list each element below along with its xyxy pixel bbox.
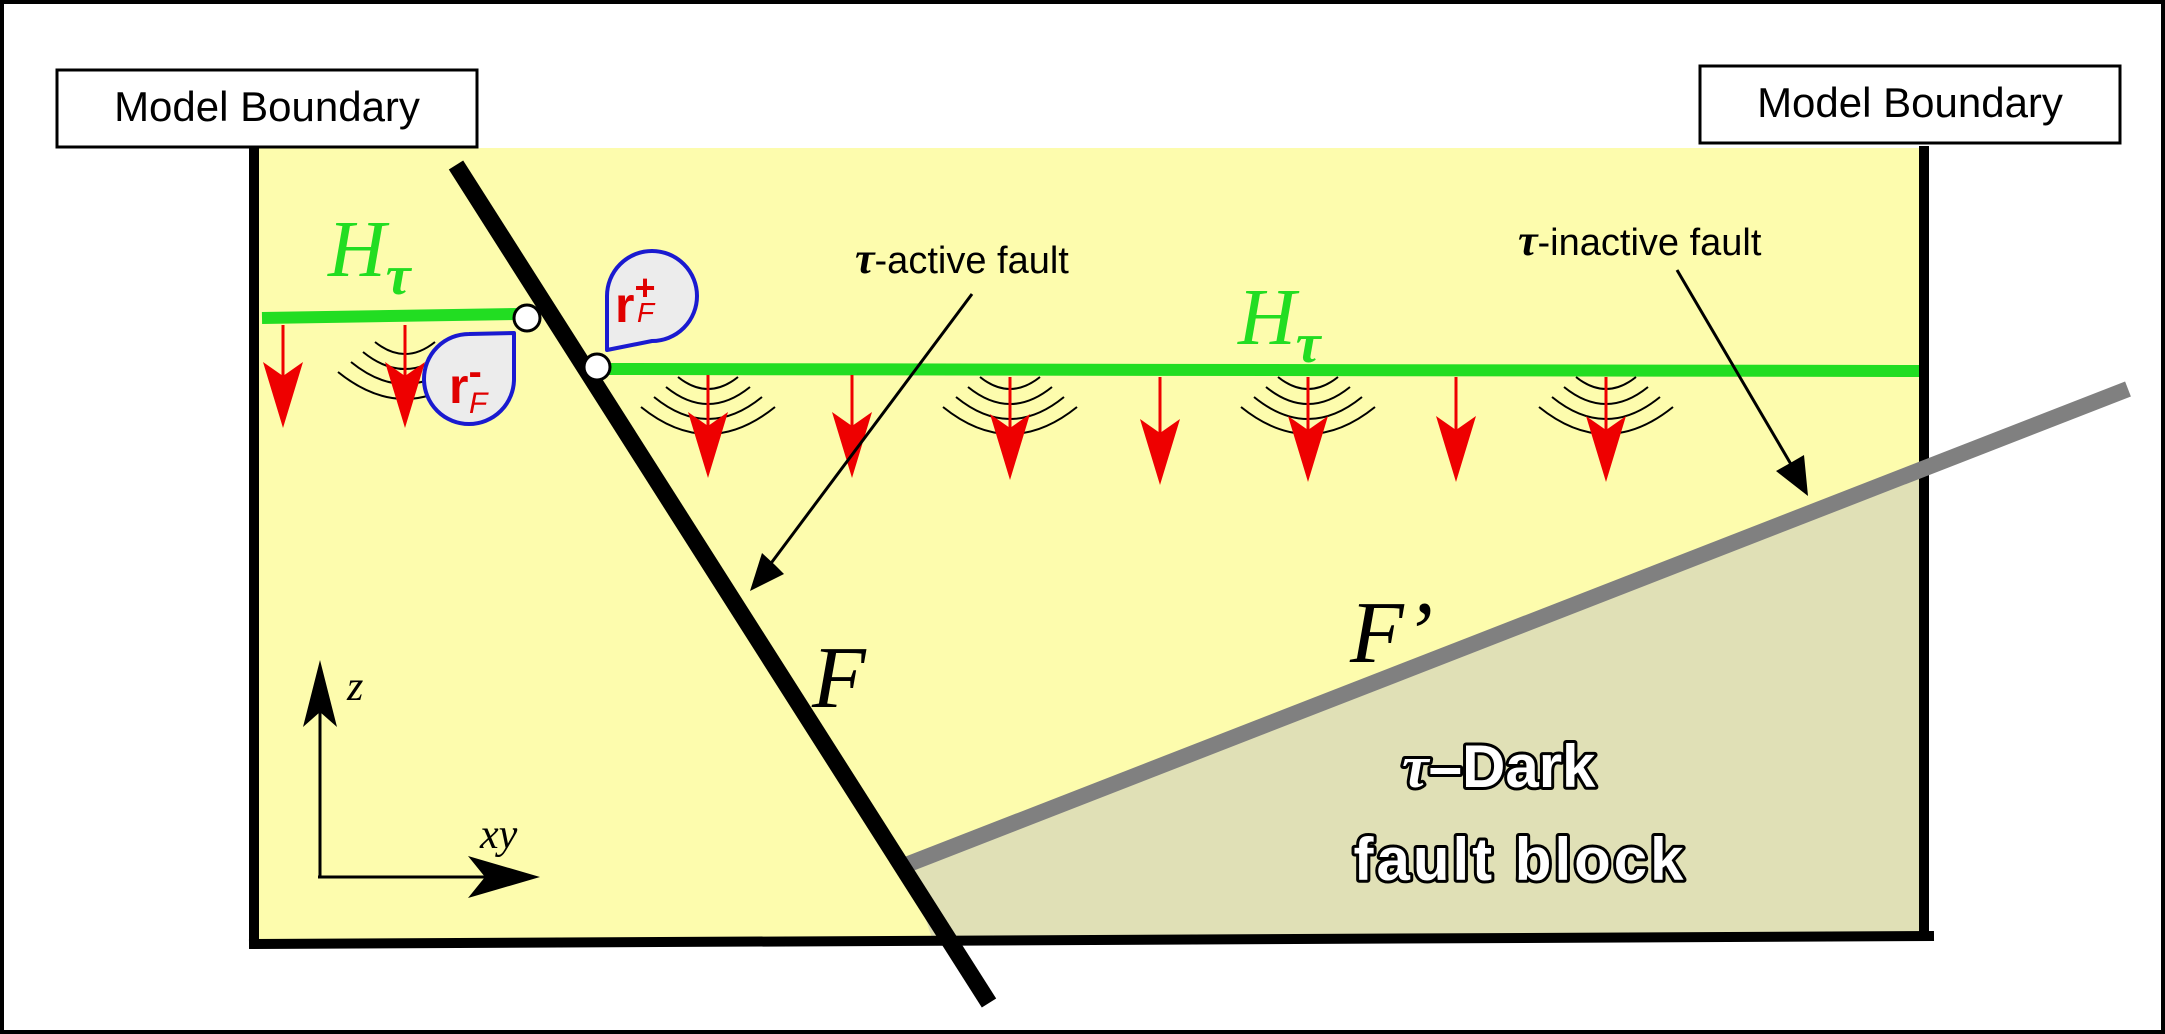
horizon-symbol: H <box>327 206 390 294</box>
svg-text:r+: r+ <box>615 267 656 333</box>
r-minus-sign: - <box>468 350 481 394</box>
horizon-right-block <box>601 363 1920 377</box>
right-model-boundary-label: Model Boundary <box>1757 79 2063 126</box>
r-plus-letter: r <box>615 277 634 333</box>
svg-text:τ–Dark: τ–Dark <box>1402 733 1596 800</box>
inactive-fault-line <box>903 381 2131 873</box>
active-fault-pointer <box>764 293 974 571</box>
red-down-arrow <box>1586 377 1626 482</box>
red-down-arrow <box>1436 377 1476 482</box>
red-down-arrow <box>385 325 425 428</box>
z-axis-arrowhead <box>303 660 337 727</box>
horizon-label-right: Hτ <box>1237 274 1323 375</box>
tau-symbol: τ <box>855 234 876 283</box>
r-plus-subscript: F <box>637 297 656 328</box>
r-plus-balloon: r+ F <box>605 249 699 352</box>
inactive-fault-text: -inactive fault <box>1538 222 1762 264</box>
active-fault-line <box>448 160 997 1008</box>
intersection-point-upper <box>512 303 542 333</box>
left-model-boundary-box <box>55 68 479 149</box>
dark-block-line2-text: fault block <box>1353 826 1686 893</box>
coordinate-axes: z xy <box>303 660 540 898</box>
red-down-arrow <box>263 325 303 428</box>
dark-fault-block-label: τ–Dark fault block <box>1350 730 1686 896</box>
active-fault-label: τ-active fault <box>855 234 1069 283</box>
horizon-label-left: Hτ <box>327 206 413 307</box>
z-axis-label: z <box>346 664 363 710</box>
xy-axis-arrowhead <box>468 856 540 898</box>
r-plus-sign: + <box>634 267 655 308</box>
dark-block-line1-text: –Dark <box>1429 733 1596 800</box>
active-fault-pointer-head <box>750 553 784 591</box>
intersection-point-lower <box>582 352 612 382</box>
red-down-arrow <box>832 375 872 478</box>
r-minus-letter: r <box>449 358 468 414</box>
r-minus-balloon: r- F <box>422 331 516 426</box>
inactive-fault-label: τ-inactive fault <box>1518 216 1762 265</box>
horizon-symbol: H <box>1237 274 1300 362</box>
red-down-arrow <box>688 375 728 478</box>
downward-arrows <box>263 325 1626 485</box>
fault-f-prime-label: F’ <box>1349 585 1433 682</box>
inactive-fault-pointer <box>1675 269 1794 467</box>
tau-symbol: τ <box>1402 734 1431 800</box>
horizon-tau-subscript: τ <box>386 245 413 307</box>
right-model-boundary-box <box>1698 64 2122 145</box>
r-minus-subscript: F <box>469 387 489 420</box>
left-model-boundary-label: Model Boundary <box>114 83 420 130</box>
tau-symbol: τ <box>1518 216 1539 265</box>
fault-f-label: F <box>811 630 867 727</box>
red-down-arrow <box>1140 377 1180 485</box>
inactive-fault-pointer-head <box>1776 455 1808 496</box>
red-down-arrow <box>990 377 1030 480</box>
svg-text:r-: r- <box>449 350 482 414</box>
red-down-arrow <box>1288 377 1328 482</box>
active-fault-text: -active fault <box>875 240 1070 282</box>
horizon-tau-subscript: τ <box>1296 313 1323 375</box>
xy-axis-label: xy <box>479 812 518 858</box>
dark-fault-block <box>908 468 1924 938</box>
horizon-left-block <box>261 308 521 324</box>
model-base-line <box>248 931 1935 949</box>
